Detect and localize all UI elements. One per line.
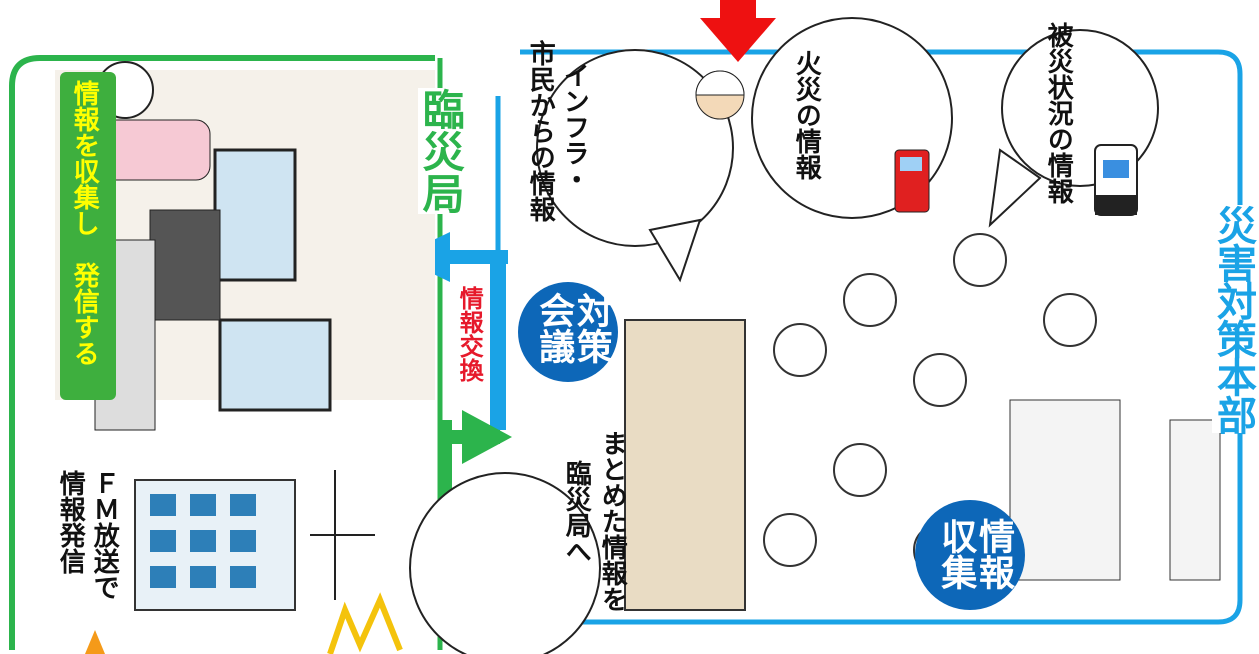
fm-text-line1: ＦＭ放送で [89,470,120,600]
board-panel [1009,399,1221,581]
hardhat-worker-icon [695,70,745,120]
summary-text-line2: 臨災局へ [561,460,592,564]
info-collect-label: 情報収集 [935,518,1014,590]
exchange-label: 情報交換 [454,282,484,386]
fire-truck-icon [894,149,930,213]
collect-send-text: 情報を収集し 発信する [69,80,100,366]
bubble-infra-text-line2: 市民からの情報 [525,40,556,222]
council-label: 対策会議 [533,292,612,364]
summary-text-line1: まとめた情報を [597,430,628,612]
bubble-summary [409,472,601,654]
red-down-arrow [700,0,776,62]
meeting-table [624,319,746,611]
info-collect-badge [915,500,1025,610]
hq-title: 災害対策本部 [1210,205,1256,433]
bubble-infra-text-line1: インフラ・ [559,62,590,192]
sound-wave-icon [327,592,403,654]
office-title: 臨災局 [416,88,466,214]
bubble-fire-text: 火災の情報 [791,50,822,180]
police-car-icon [1094,144,1138,216]
radio-tower-icon [310,470,375,600]
fm-text-line2: 情報発信 [55,470,86,574]
building-icon [134,479,296,611]
collect-send-banner [60,72,116,400]
bubble-damage-text: 被災状況の情報 [1043,22,1074,204]
bubble-infra [536,49,734,283]
office-frame [9,55,435,650]
council-badge [518,282,618,382]
